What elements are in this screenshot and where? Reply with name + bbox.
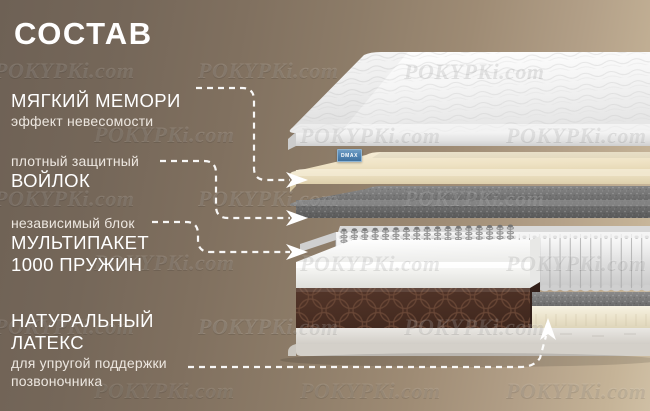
- layer-memory-heading: МЯГКИЙ МЕМОРИ: [11, 90, 181, 111]
- layer-foam-edge: [296, 236, 540, 288]
- layer-spring-heading: МУЛЬТИПАКЕТ: [11, 232, 150, 253]
- text-column: СОСТАВ МЯГКИЙ МЕМОРИ эффект невесомости …: [0, 0, 300, 411]
- layer-memory-foam: [289, 152, 650, 192]
- page-title: СОСТАВ: [14, 16, 153, 51]
- layer-felt-subtext: плотный защитный: [11, 153, 140, 169]
- layer-felt-heading: ВОЙЛОК: [11, 170, 91, 191]
- layer-spring-heading-line2: 1000 ПРУЖИН: [11, 254, 143, 275]
- layer-memory-subtext: эффект невесомости: [11, 113, 154, 129]
- layer-latex-heading-line2: ЛАТЕКС: [11, 332, 85, 353]
- layer-label-felt: плотный защитный ВОЙЛОК: [11, 152, 139, 192]
- layer-spring-subtext: независимый блок: [11, 215, 135, 231]
- layer-felt: [289, 186, 650, 218]
- layer-label-latex: НАТУРАЛЬНЫЙ ЛАТЕКС для упругой поддержки…: [11, 310, 167, 390]
- layer-latex-heading: НАТУРАЛЬНЫЙ: [11, 310, 154, 331]
- layer-latex: [532, 306, 650, 328]
- layer-label-spring: независимый блок МУЛЬТИПАКЕТ 1000 ПРУЖИН: [11, 214, 149, 276]
- layer-latex-subtext-line2: позвоночника: [11, 373, 103, 389]
- layer-latex-subtext: для упругой поддержки: [11, 355, 167, 371]
- dmax-brand-tag: DMAX: [337, 149, 362, 162]
- layer-label-memory: МЯГКИЙ МЕМОРИ эффект невесомости: [11, 90, 181, 130]
- layer-top-cover: [288, 52, 650, 150]
